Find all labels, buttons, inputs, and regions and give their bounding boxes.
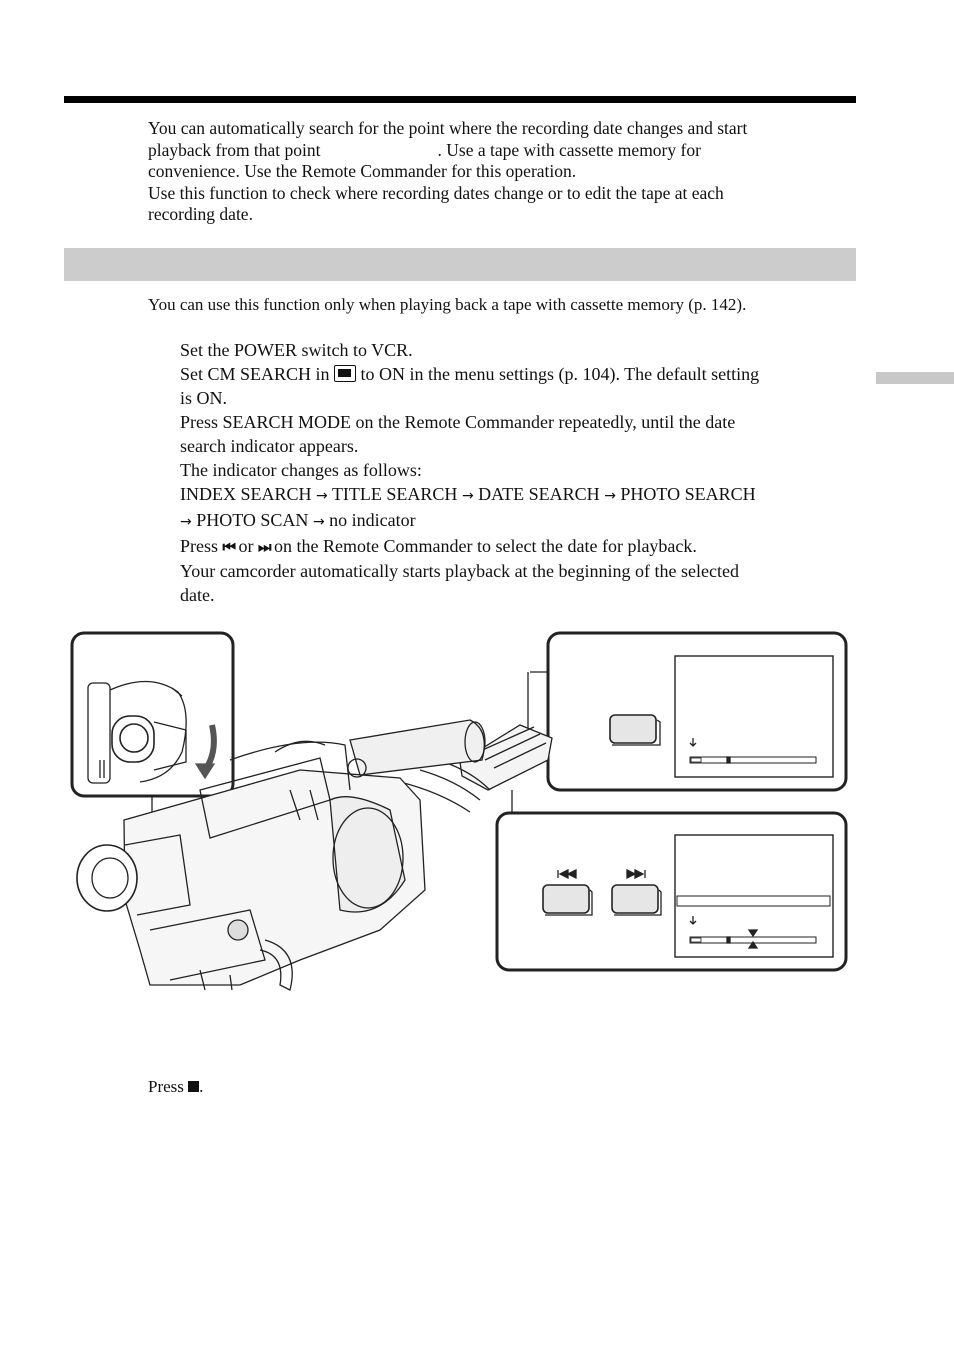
search-mode-button bbox=[609, 714, 657, 744]
search-mode-callout bbox=[546, 631, 848, 792]
right-arrow-icon: → bbox=[180, 514, 192, 530]
step-3-cont: search indicator appears. bbox=[180, 436, 359, 456]
previous-button bbox=[542, 884, 590, 914]
procedure-steps: Set the POWER switch to VCR. Set CM SEAR… bbox=[180, 338, 860, 607]
step-3-sub: The indicator changes as follows: bbox=[180, 460, 422, 480]
step-2-cont: is ON. bbox=[180, 388, 228, 408]
right-arrow-icon: → bbox=[316, 488, 328, 504]
cassette-memory-note: You can use this function only when play… bbox=[148, 295, 747, 314]
right-arrow-icon: → bbox=[604, 488, 616, 504]
step-3: Press SEARCH MODE on the Remote Commande… bbox=[180, 412, 736, 432]
indicator-sequence-cont: → PHOTO SCAN → no indicator bbox=[180, 510, 416, 530]
side-index-tab bbox=[876, 372, 954, 384]
stop-icon bbox=[188, 1081, 200, 1092]
next-skip-icon: ⏭ bbox=[258, 538, 271, 556]
intro-line: convenience. Use the Remote Commander fo… bbox=[148, 161, 577, 182]
stop-instruction: Press . bbox=[148, 1077, 204, 1096]
right-arrow-icon: → bbox=[312, 514, 325, 530]
skip-buttons-callout bbox=[495, 811, 848, 972]
screen-display-2 bbox=[674, 834, 834, 958]
intro-line: You can automatically search for the poi… bbox=[148, 118, 748, 138]
step-1: Set the POWER switch to VCR. bbox=[180, 340, 413, 360]
intro-line: playback from that point. Use a tape wit… bbox=[148, 139, 701, 160]
screen-display-1 bbox=[674, 655, 834, 778]
top-rule bbox=[64, 96, 856, 103]
previous-skip-icon: ⏮ bbox=[222, 538, 236, 556]
intro-line: recording date. bbox=[148, 204, 253, 225]
cassette-memory-icon bbox=[334, 365, 357, 382]
step-4: Press ⏮ or ⏭ on the Remote Commander to … bbox=[180, 536, 697, 556]
indicator-sequence: INDEX SEARCH → TITLE SEARCH → DATE SEARC… bbox=[180, 484, 756, 504]
next-button bbox=[611, 884, 659, 914]
section-band bbox=[64, 248, 856, 281]
step-2: Set CM SEARCH in to ON in the menu setti… bbox=[180, 364, 760, 384]
step-4-cont2: date. bbox=[180, 585, 215, 605]
intro-line: Use this function to check where recordi… bbox=[148, 182, 724, 203]
step-4-cont: Your camcorder automatically starts play… bbox=[180, 561, 739, 581]
intro-paragraph: You can automatically search for the poi… bbox=[148, 118, 858, 226]
right-arrow-icon: → bbox=[461, 488, 474, 504]
